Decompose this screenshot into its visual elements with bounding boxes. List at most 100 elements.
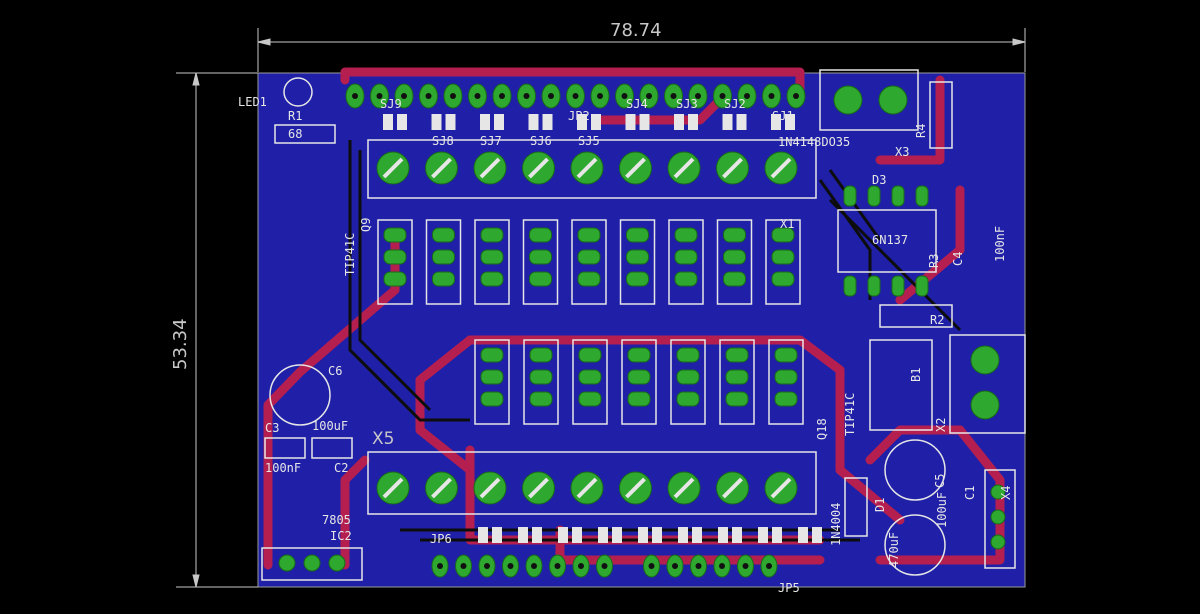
label-c4-value: 100nF [993,226,1007,262]
transistor-outline [571,219,607,305]
screw-slot [479,477,501,499]
label-diode-top: 1N4148DO35 [778,135,850,149]
label-sj9: SJ9 [380,97,402,111]
transistor-pad [626,271,649,287]
header-top-hole [621,93,628,99]
screw-slot [528,477,549,499]
transistor-pad [529,227,552,243]
transistor-outline [425,219,462,305]
solder-jumper-pad [638,527,648,543]
transistor-pad [529,249,552,265]
ic-6n137-pads [843,185,929,297]
label-tip-bottom: TIP41C [843,393,857,436]
header-bottom-hole [742,563,749,569]
transistor-pad [725,347,749,363]
terminal-row-top [376,151,798,185]
transistor-pad [626,249,649,265]
transistor-pad [577,271,601,287]
solder-jumper-pad [722,114,733,130]
transistor-pad [577,249,601,265]
screw-slot [673,157,695,179]
solder-jumper-pad [674,114,684,130]
transistor-pad [771,271,795,287]
ic-pad-top [915,185,929,207]
label-q9: Q9 [359,218,373,232]
solder-jumpers-top [383,114,795,130]
bridge-b1 [869,339,933,431]
solder-jumper-pad [478,527,488,543]
solder-jumper-pad [678,527,688,543]
screw-slot [625,477,646,499]
label-c5-value: 100uF [935,492,949,528]
dimension-height [176,72,258,588]
label-x3: X3 [895,145,909,159]
transistor-pad [480,369,504,385]
ic-pad-top [867,185,881,207]
transistor-pad [432,271,455,287]
header-top-hole [401,93,407,99]
header-bottom-hole [437,563,443,569]
x4-pad-1 [990,484,1006,500]
solder-jumper-pad [542,114,553,130]
label-r4: R4 [914,124,928,138]
solder-jumper-pad [785,114,795,130]
x2-pad-2 [970,390,1000,420]
solder-jumper-pad [572,527,582,543]
transistor-outline [572,339,608,425]
transistor-pad [627,369,651,385]
solder-jumper-pad [518,527,528,543]
solder-jumper-pad [772,527,782,543]
label-sj6: SJ6 [530,134,552,148]
label-c6: C6 [328,364,342,378]
transistor-pad [480,347,504,363]
screw-slot [382,157,404,179]
label-sj2: SJ2 [724,97,746,111]
transistor-pad [529,271,552,287]
pcb-board [257,72,1026,588]
transistor-pad [723,271,746,287]
solder-jumper-pad [532,527,542,543]
led1 [283,77,313,107]
x3-pad-2 [878,85,908,115]
solder-jumper-pad [732,527,742,543]
label-jp5: JP5 [778,581,800,595]
label-d1: D1 [873,498,887,512]
dimension-height-label: 53.34 [170,318,191,370]
transistor-pad [674,249,698,265]
header-top-hole [768,93,775,99]
label-sj8: SJ8 [432,134,454,148]
header-bottom-hole [601,563,608,569]
label-sj4: SJ4 [626,97,648,111]
header-top-hole [719,93,726,99]
ic-pad-bottom [867,275,881,297]
transistor-pad [626,227,649,243]
screw-slot [576,477,598,499]
label-tip-top: TIP41C [343,233,357,276]
transistor-outline [522,219,559,305]
header-bottom-hole [766,563,772,569]
label-c3-value: 100nF [265,461,301,475]
transistor-outline [377,219,413,305]
screw-slot [576,157,598,179]
solder-jumper-pad [591,114,601,130]
solder-jumper-pad [397,114,407,130]
solder-jumper-pad [758,527,768,543]
transistor-pad [529,347,553,363]
transistor-pad [627,391,651,407]
screw-slot [673,477,695,499]
label-jp6: JP6 [430,532,452,546]
solder-jumper-pad [431,114,442,130]
capacitor-c3 [264,437,306,459]
ic2-pad-1 [278,554,296,572]
screw-slot [722,157,743,179]
transistor-pad [725,369,749,385]
transistor-pad [627,347,651,363]
transistor-array-bottom [474,339,804,425]
ic-pad-top [891,185,905,207]
transistor-pad [774,347,798,363]
label-diode-bottom: 1N4004 [829,503,843,546]
transistor-pad [676,369,700,385]
solder-jumper-pad [480,114,490,130]
label-x5: X5 [372,429,394,449]
transistor-outline [716,219,753,305]
